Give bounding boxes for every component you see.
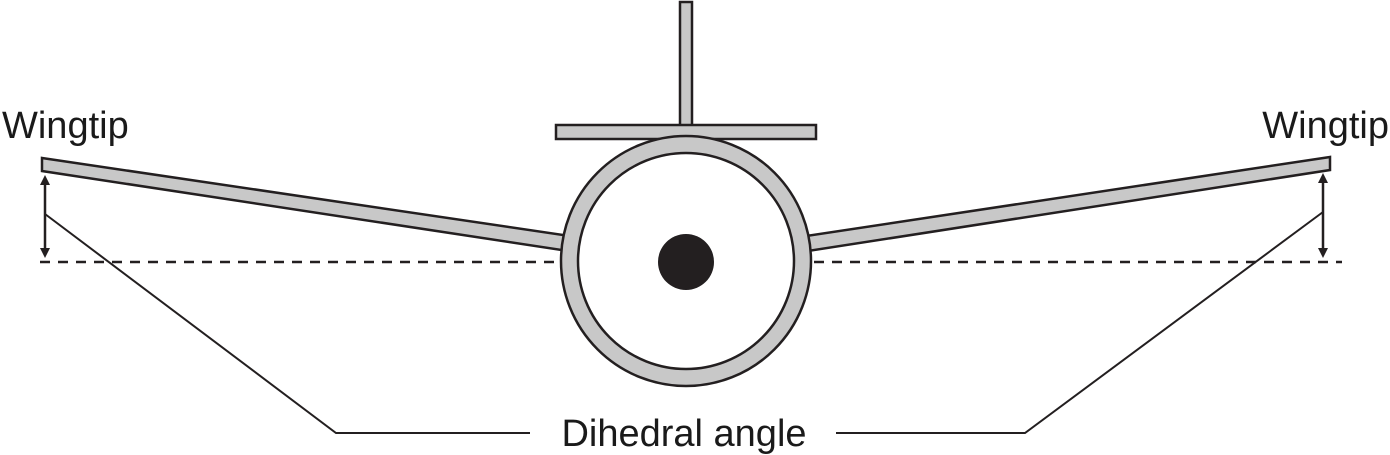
fuselage-center-dot xyxy=(658,234,714,290)
wingtip-right-label: Wingtip xyxy=(1262,105,1389,147)
vertical-stabilizer xyxy=(678,0,694,144)
right-leader-line xyxy=(836,211,1324,434)
dihedral-angle-label: Dihedral angle xyxy=(561,413,806,455)
right-wing xyxy=(804,155,1332,253)
left-leader-line xyxy=(44,213,530,434)
wingtip-left-label: Wingtip xyxy=(2,105,129,147)
left-wing xyxy=(40,156,572,253)
